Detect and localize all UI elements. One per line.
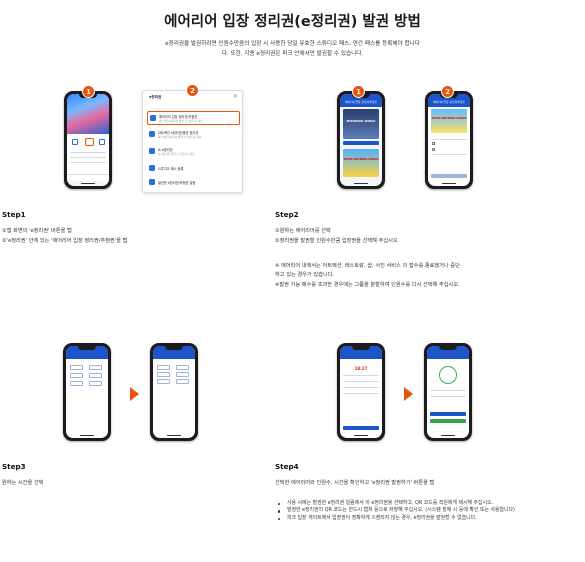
step4-text: 선택한 에어리어와 인원수, 시간을 확인하고 'e정리권 발권하기' 버튼을 …: [275, 480, 435, 486]
step2-title: Step2: [275, 210, 299, 219]
time-slot[interactable]: [157, 379, 170, 384]
step3-title: Step3: [2, 462, 26, 471]
ticket-list-button[interactable]: [430, 412, 466, 416]
step1-title: Step1: [2, 210, 26, 219]
time-slot[interactable]: [176, 365, 189, 370]
time-slot[interactable]: [157, 365, 170, 370]
list-item: 발권한 e정리권의 QR 코드는 반드시 캡처 등으로 저장해 주십시오. (시…: [275, 507, 555, 514]
area-name: SUPER NINTENDO WORLD: [343, 158, 379, 161]
time-slot[interactable]: [70, 381, 83, 386]
step2-note-3: ※발권 가능 매수를 초과한 경우에는 그룹을 분할하여 인원수를 다시 선택해…: [275, 281, 460, 288]
e-ticket-icon[interactable]: [85, 138, 94, 146]
step1-phone-home: [64, 91, 112, 189]
step2-note-2: 하고 있는 경우가 있습니다.: [275, 272, 335, 279]
step2-text: ①원하는 에어리어를 선택 ②정리권을 발권할 인원수만큼 입장권을 선택해 주…: [275, 227, 398, 246]
ticket-icon: [149, 148, 155, 154]
menu-item-sub: 아트랙션 e정리권 발권 시 스튜디오 패스: [159, 120, 203, 123]
issued-check-icon: [439, 366, 457, 384]
step4-arrow: [404, 387, 413, 401]
step4-phone-issued: [424, 343, 472, 441]
step2-line-2: ②정리권을 발권할 인원수만큼 입장권을 선택해 주십시오: [275, 237, 398, 244]
close-icon[interactable]: ×: [232, 93, 238, 100]
pass-icon: [149, 165, 155, 171]
menu-item-issued-list[interactable]: 발권한 e정리권/추첨권 일람: [147, 176, 240, 190]
time-slot[interactable]: [157, 372, 170, 377]
step1-menu-panel: e정리권 × 에어리어 입장 정리권/추첨권 아트랙션 e정리권 발권 시 스튜…: [142, 90, 243, 193]
area-name: SUPER NINTENDO WORLD: [431, 117, 467, 120]
ticket-icon: [149, 131, 155, 137]
step2-note: ※ 에어리어 내에서는 어트랙션, 레스토랑, 샵, 사진 서비스 의 접수를 …: [275, 262, 545, 290]
step3-text: 원하는 시간을 선택: [2, 480, 44, 486]
menu-item-sub: 쇼 e정리권 발권 시 스튜디오 패스: [158, 153, 195, 156]
area-card-nintendo[interactable]: SUPER NINTENDO WORLD: [343, 149, 379, 177]
issue-ticket-button[interactable]: [343, 426, 379, 430]
list-item: 파크 입장 게이트에서 입장권이 정확하게 스캔되지 않는 경우, e정리권을 …: [275, 515, 555, 522]
step1-line-1: ①앱 화면의 'e정리권' 버튼을 탭: [2, 228, 72, 234]
step4-bullets: 사용 시에는 발권한 e정리권 일람에서 이 e정리권을 선택하고, QR 코드…: [275, 500, 555, 522]
menu-item-label: 발권한 e정리권/추첨권 일람: [158, 181, 196, 185]
menu-item-show[interactable]: 쇼 e정리권 쇼 e정리권 발권 시 스튜디오 패스: [147, 145, 240, 159]
menu-item-label: 아트랙션 e정리권/발권 정리권: [158, 131, 199, 135]
menu-item-label: 쇼 e정리권: [158, 148, 173, 152]
time-slot[interactable]: [89, 365, 102, 370]
step2-phone-area-select: 에어리어 입장 정리권/추첨권 WIZARDING WORLD SUPER NI…: [337, 91, 385, 189]
list-icon: [149, 179, 155, 185]
time-slot[interactable]: [176, 372, 189, 377]
menu-item-pass-register[interactable]: 스튜디오 패스 등록: [147, 162, 240, 176]
intro-text: e정리권을 발권하려면 인원수만큼의 입장 시 사용한 당일 유효한 스튜디오 …: [40, 40, 545, 59]
time-slot[interactable]: [176, 379, 189, 384]
step1-text: ①앱 화면의 'e정리권' 버튼을 탭 ②'e정리권' 안에 있는 '에어리어 …: [2, 227, 127, 246]
menu-item-sub: 아트랙션 e정리권 발권 시 스튜디오 패스: [158, 136, 202, 139]
area-banner: SUPER NINTENDO WORLD: [431, 109, 467, 133]
step3-phone-time-list: [63, 343, 111, 441]
step1-badge-2: 2: [186, 84, 199, 97]
list-item: 사용 시에는 발권한 e정리권 일람에서 이 e정리권을 선택하고, QR 코드…: [275, 500, 555, 507]
step1-badge-1: 1: [82, 85, 95, 98]
step2-line-1: ①원하는 에어리어를 선택: [275, 228, 331, 234]
time-slot[interactable]: [89, 381, 102, 386]
menu-header: e정리권: [149, 95, 162, 99]
step4-phone-confirm: 18:27: [337, 343, 385, 441]
menu-item-label: 에어리어 입장 정리권/추첨권: [159, 115, 198, 119]
menu-item-area-entry[interactable]: 에어리어 입장 정리권/추첨권 아트랙션 e정리권 발권 시 스튜디오 패스: [147, 111, 240, 125]
party-checkbox[interactable]: [432, 142, 435, 145]
screen-title: 에어리어 입장 정리권/추첨권: [345, 101, 377, 104]
step3-arrow: [130, 387, 139, 401]
step2-badge-2: 2: [441, 85, 454, 98]
time-slot[interactable]: [89, 373, 102, 378]
step2-phone-party-select: 에어리어 입장 정리권/추첨권 SUPER NINTENDO WORLD: [425, 91, 473, 189]
confirm-time: 18:27: [354, 366, 368, 371]
step4-title: Step4: [275, 462, 299, 471]
menu-item-label: 스튜디오 패스 등록: [158, 167, 184, 171]
step1-line-2: ②'e정리권' 안에 있는 '에어리어 입장 정리권/추첨권'을 탭: [2, 237, 128, 244]
step2-note-1: ※ 에어리어 내에서는 어트랙션, 레스토랑, 샵, 사진 서비스 의 접수를 …: [275, 263, 460, 269]
menu-item-attraction[interactable]: 아트랙션 e정리권/발권 정리권 아트랙션 e정리권 발권 시 스튜디오 패스: [147, 128, 240, 142]
area-name: WIZARDING WORLD: [346, 120, 376, 123]
back-button[interactable]: [430, 419, 466, 423]
step3-phone-time-detail: [150, 343, 198, 441]
intro-line-2: 다. 또한, 각종 e정리권은 파크 안에서만 발권할 수 있습니다.: [221, 50, 364, 57]
party-checkbox[interactable]: [432, 148, 435, 151]
page-title: 에어리어 입장 정리권(e정리권) 발권 방법: [164, 14, 421, 30]
step2-badge-1: 1: [352, 85, 365, 98]
screen-title: 에어리어 입장 정리권/추첨권: [433, 101, 465, 104]
area-card-wizarding[interactable]: WIZARDING WORLD: [343, 109, 379, 139]
ticket-icon: [150, 115, 156, 121]
intro-line-1: e정리권을 발권하려면 인원수만큼의 입장 시 사용한 당일 유효한 스튜디오 …: [165, 41, 420, 47]
time-slot[interactable]: [70, 365, 83, 370]
time-slot[interactable]: [70, 373, 83, 378]
